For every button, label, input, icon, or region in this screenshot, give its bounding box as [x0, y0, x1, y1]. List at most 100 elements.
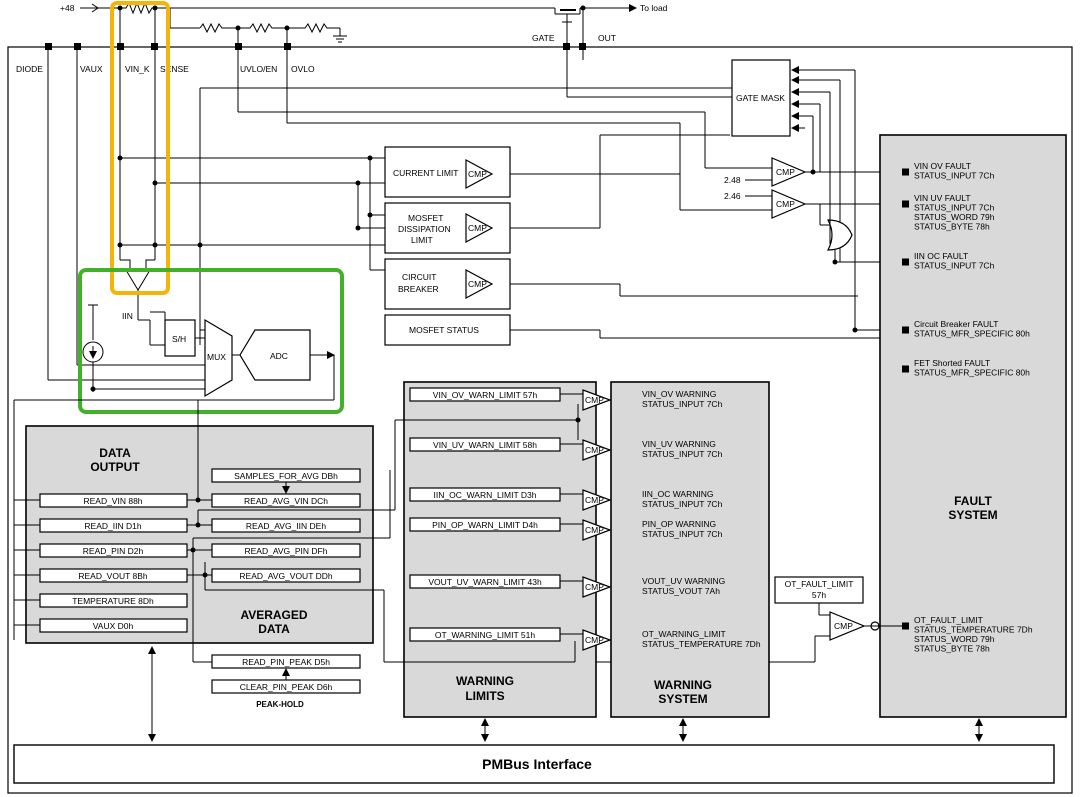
pmbus-label: PMBus Interface — [482, 756, 592, 772]
sh-label: S/H — [172, 334, 186, 344]
warning-cmp-label: CMP — [585, 525, 604, 535]
cmp-label-2: CMP — [468, 223, 487, 233]
data-output-register: VAUX D0h — [93, 621, 134, 631]
adc-label: ADC — [270, 351, 288, 361]
fault-status-text: STATUS_WORD 79h — [914, 634, 995, 644]
warning-status-text: STATUS_INPUT 7Ch — [642, 499, 723, 509]
warning-status-text: STATUS_INPUT 7Ch — [642, 449, 723, 459]
warning-limits-title-2: LIMITS — [465, 689, 504, 703]
vin-sense-highlight — [110, 1, 170, 295]
mosfet-dissipation-line2: DISSIPATION — [398, 224, 451, 234]
data-bus-wires — [14, 400, 581, 663]
adc-highlight — [78, 268, 344, 414]
data-output-title-1: DATA — [99, 446, 131, 460]
data-output-register: READ_VIN 88h — [83, 496, 142, 506]
data-output-register: READ_PIN D2h — [83, 546, 144, 556]
gate-mask-label: GATE MASK — [736, 93, 785, 103]
fault-status-text: STATUS_INPUT 7Ch — [914, 171, 995, 181]
warning-status-text: VIN_UV WARNING — [642, 439, 716, 449]
gate-mask-block — [731, 59, 791, 137]
fault-status-text: STATUS_WORD 79h — [914, 212, 995, 222]
warning-status-text: OT_WARNING_LIMIT — [642, 629, 726, 639]
pmbus-interface-block — [13, 744, 1055, 784]
pin-ovlo-label: OVLO — [291, 64, 315, 74]
fault-title-2: SYSTEM — [948, 508, 997, 522]
fault-status-text: STATUS_MFR_SPECIFIC 80h — [914, 368, 1030, 378]
warning-limit-register: VIN_UV_WARN_LIMIT 58h — [433, 440, 537, 450]
circuit-breaker-line2: BREAKER — [398, 284, 439, 294]
warning-limit-register: OT_WARNING_LIMIT 51h — [435, 630, 535, 640]
adc-block — [239, 329, 311, 381]
warning-cmp-label: CMP — [585, 635, 604, 645]
warning-comparator — [582, 489, 612, 511]
data-output-title-2: OUTPUT — [90, 460, 140, 474]
warning-status-text: IIN_OC WARNING — [642, 489, 713, 499]
gate-mask-section: GATE MASK CMP CMP 2.48 2.46 — [566, 47, 905, 333]
warning-status-text: STATUS_VOUT 7Ah — [642, 586, 720, 596]
current-limit-label: CURRENT LIMIT — [393, 168, 459, 178]
ot-fault-limit-line2: 57h — [812, 590, 826, 600]
ot-fault-limit-line1: OT_FAULT_LIMIT — [785, 579, 854, 589]
warning-comparator — [582, 519, 612, 541]
cmp-label-1: CMP — [468, 169, 487, 179]
mux-block — [204, 318, 233, 398]
ref-246: 2.46 — [724, 191, 741, 201]
supply-label: +48 — [60, 3, 75, 13]
warning-status-text: PIN_OP WARNING — [642, 519, 716, 529]
fault-status-text: STATUS_INPUT 7Ch — [914, 261, 995, 271]
warning-limits-title-1: WARNING — [456, 674, 514, 688]
fault-status-text: STATUS_BYTE 78h — [914, 644, 990, 654]
averaged-title-2: DATA — [258, 622, 290, 636]
vin-ov-comparator — [771, 157, 807, 187]
averaged-register: READ_AVG_VIN DCh — [244, 496, 328, 506]
fault-title-1: FAULT — [954, 494, 992, 508]
warning-system-title-1: WARNING — [654, 678, 712, 692]
cmp-ov: CMP — [776, 167, 795, 177]
peak-hold-section: READ_PIN_PEAK D5h CLEAR_PIN_PEAK D6h PEA… — [192, 550, 361, 709]
fault-status-text: FET Shorted FAULT — [914, 358, 990, 368]
iin-label: IIN — [122, 311, 133, 321]
or-gate — [827, 219, 853, 251]
mosfet-status-label: MOSFET STATUS — [409, 325, 479, 335]
cmp-ot: CMP — [834, 621, 853, 631]
warning-status-text: STATUS_TEMPERATURE 7Dh — [642, 639, 761, 649]
pin-sense-label: SENSE — [160, 64, 189, 74]
pin-vaux-label: VAUX — [80, 64, 103, 74]
averaged-title-1: AVERAGED — [240, 608, 307, 622]
warning-cmp-label: CMP — [585, 495, 604, 505]
pins: DIODE VAUX VIN_K SENSE UVLO/EN OVLO — [16, 43, 586, 74]
internal-wires: IIN — [47, 47, 772, 381]
mux-label: MUX — [207, 352, 226, 362]
fault-status-text: STATUS_INPUT 7Ch — [914, 203, 995, 213]
to-load-label: To load — [640, 3, 668, 13]
vin-uv-comparator — [771, 189, 807, 219]
gate-pin-label: GATE — [532, 33, 555, 43]
warning-limit-register: PIN_OP_WARN_LIMIT D4h — [432, 520, 538, 530]
data-output-register: READ_IIN D1h — [84, 521, 141, 531]
external-circuit: +48 To load GATE OUT — [60, 1, 668, 47]
data-output-register: READ_VOUT 8Bh — [78, 571, 148, 581]
warning-system-title-2: SYSTEM — [658, 692, 707, 706]
warning-status-text: STATUS_INPUT 7Ch — [642, 529, 723, 539]
fault-status-text: STATUS_MFR_SPECIFIC 80h — [914, 329, 1030, 339]
averaged-register: READ_AVG_IIN DEh — [246, 521, 326, 531]
warning-status-text: VIN_OV WARNING — [642, 389, 716, 399]
warning-limit-register: VOUT_UV_WARN_LIMIT 43h — [428, 577, 542, 587]
averaged-register: READ_AVG_VOUT DDh — [239, 571, 332, 581]
warning-comparator — [582, 389, 612, 411]
warning-cmp-label: CMP — [585, 582, 604, 592]
fault-status-text: VIN UV FAULT — [914, 193, 971, 203]
ref-248: 2.48 — [724, 175, 741, 185]
fault-status-text: Circuit Breaker FAULT — [914, 319, 998, 329]
warning-cmp-label: CMP — [585, 395, 604, 405]
bus-arrows — [148, 646, 983, 742]
warning-limit-register: IIN_OC_WARN_LIMIT D3h — [434, 490, 537, 500]
warning-comparator — [582, 439, 612, 461]
warning-limit-register: VIN_OV_WARN_LIMIT 57h — [433, 390, 538, 400]
samples-for-avg: SAMPLES_FOR_AVG DBh — [234, 471, 338, 481]
